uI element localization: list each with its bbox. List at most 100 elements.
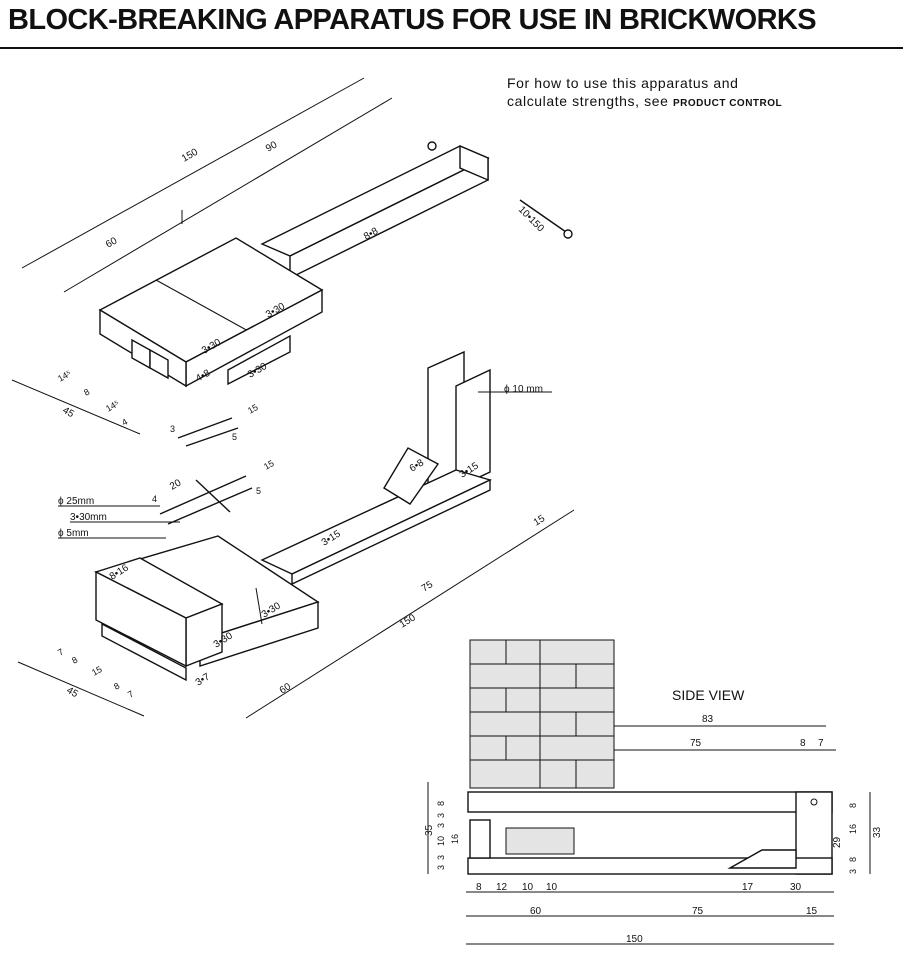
dim-right-b: 16 — [848, 824, 858, 834]
post-front — [455, 368, 491, 490]
dim-left-d: 16 — [450, 834, 460, 844]
channel-side — [291, 478, 491, 586]
dim-150-bottom: 150 — [398, 612, 418, 630]
dim-left-f: 3 — [436, 855, 446, 860]
dim-bottom-60: 60 — [530, 906, 542, 917]
long-bar-2 — [167, 487, 253, 525]
usage-note-line-2: calculate strengths, see PRODUCT CONTROL — [507, 92, 782, 113]
dim-bottom-150: 150 — [626, 934, 643, 945]
usage-note-line-1: For how to use this apparatus and — [507, 75, 739, 91]
dim-lower-seg-a: 7 — [56, 647, 65, 658]
dim-left-e: 10 — [436, 836, 446, 846]
dim-75-bottom: 75 — [420, 579, 436, 594]
arm-end-face — [459, 144, 489, 182]
pivot-mark — [810, 798, 818, 806]
bottom-assembly: 150 75 15 60 3•15 8•16 3•30 3•30 3•7 6•8… — [94, 350, 575, 719]
underside-batten-3 — [227, 334, 291, 386]
dim-90: 90 — [264, 139, 280, 154]
base-under — [101, 622, 187, 682]
dim-8-side: 8 — [800, 738, 806, 749]
dim-lower-seg-b: 8 — [70, 655, 79, 666]
label-bar-25: ϕ 25mm — [58, 496, 94, 507]
label-hole-diameter: ϕ 10 mm — [504, 384, 543, 395]
dim-15-bottom: 15 — [532, 513, 548, 528]
cross-plate — [195, 479, 231, 513]
side-wedge — [727, 849, 797, 869]
channel-top — [260, 469, 492, 575]
product-control-reference: PRODUCT CONTROL — [672, 98, 783, 109]
label-bar-5: ϕ 5mm — [58, 528, 89, 539]
usage-note-line-2-text: calculate strengths, see — [507, 93, 669, 109]
dim-60-bottom: 60 — [278, 681, 294, 696]
left-support — [469, 819, 491, 859]
dim-bottom-17: 17 — [742, 882, 754, 893]
dim-33: 33 — [872, 826, 883, 838]
dim-line-split-top — [63, 97, 393, 293]
base-plank-seam — [255, 587, 263, 625]
arm-top-face — [260, 145, 490, 257]
dim-bottom-12: 12 — [496, 882, 508, 893]
page-title: BLOCK-BREAKING APPARATUS FOR USE IN BRIC… — [8, 4, 817, 36]
brick-courses — [470, 640, 614, 788]
dim-knife-b-20: 20 — [168, 477, 184, 492]
top-arm — [467, 791, 833, 813]
top-assembly: 150 90 60 8•8 3•30 3•30 3•30 4•8 10•150 — [21, 77, 573, 388]
dim-upper-seg-c: 14⁵ — [104, 398, 121, 414]
dim-base: 3•7 — [194, 671, 213, 688]
dim-bottom-15: 15 — [806, 906, 818, 917]
dim-line-150-top — [21, 77, 365, 269]
side-view-label: SIDE VIEW — [672, 687, 745, 703]
dim-line-150-bottom — [245, 509, 575, 719]
dim-left-a: 8 — [436, 801, 446, 806]
small-bar-upper-2 — [185, 427, 239, 447]
dim-left-g: 3 — [436, 865, 446, 870]
bolt-head — [563, 229, 573, 239]
dim-knife-b-15: 15 — [262, 458, 276, 472]
dim-left-c: 3 — [436, 823, 446, 828]
dim-right-c: 8 — [848, 857, 858, 862]
dim-knife-a-5: 5 — [232, 432, 237, 442]
dim-knife-a-3: 3 — [170, 424, 175, 434]
knife-parts: 15 3 5 20 4 15 5 ϕ 25mm 3•30mm ϕ 5mm — [58, 402, 276, 539]
bolt-shaft — [519, 199, 567, 233]
side-view: SIDE VIEW 83 75 8 7 — [424, 639, 883, 945]
small-bar-upper-1 — [177, 417, 233, 439]
dim-upper-seg-b: 8 — [82, 387, 91, 398]
dim-7-side: 7 — [818, 738, 824, 749]
label-plate-3x30: 3•30mm — [70, 512, 107, 523]
dim-60-top: 60 — [104, 235, 120, 250]
dim-lower-seg-d: 8 — [112, 681, 121, 692]
dim-upper-seg-d: 4 — [120, 417, 129, 428]
usage-note: For how to use this apparatus and calcul… — [507, 74, 782, 113]
dim-29: 29 — [832, 836, 843, 848]
platform-board-seam — [155, 279, 251, 333]
left-dimensions: 14⁵ 8 14⁵ 4 45 7 8 15 8 7 45 — [11, 368, 145, 717]
dim-83: 83 — [702, 714, 714, 725]
dim-75-side: 75 — [690, 738, 702, 749]
long-bar-1 — [159, 475, 247, 515]
dim-bottom-10a: 10 — [522, 882, 534, 893]
title-rule — [0, 47, 903, 49]
dim-right-a: 8 — [848, 803, 858, 808]
dim-35: 35 — [424, 824, 435, 836]
dim-lower-total: 45 — [65, 685, 81, 700]
dim-right-d: 3 — [848, 869, 858, 874]
dim-line-upper-45 — [11, 379, 141, 435]
block-left — [95, 570, 187, 668]
dim-line-lower-45 — [17, 661, 145, 717]
arm-pivot-nut — [427, 141, 437, 151]
dim-bottom-8: 8 — [476, 882, 482, 893]
dim-bottom-75: 75 — [692, 906, 704, 917]
underside-batten-2 — [149, 348, 169, 380]
dim-upper-total: 45 — [61, 405, 77, 420]
dim-lower-seg-e: 7 — [126, 689, 135, 700]
dim-knife-b-5: 5 — [256, 486, 261, 496]
dim-left-b: 3 — [436, 813, 446, 818]
dim-150-top: 150 — [180, 147, 200, 165]
brick-stack — [469, 639, 615, 789]
wedge — [383, 447, 440, 505]
dim-bolt: 10•150 — [516, 204, 546, 234]
test-block — [505, 827, 575, 855]
dim-upper-seg-a: 14⁵ — [56, 368, 73, 384]
